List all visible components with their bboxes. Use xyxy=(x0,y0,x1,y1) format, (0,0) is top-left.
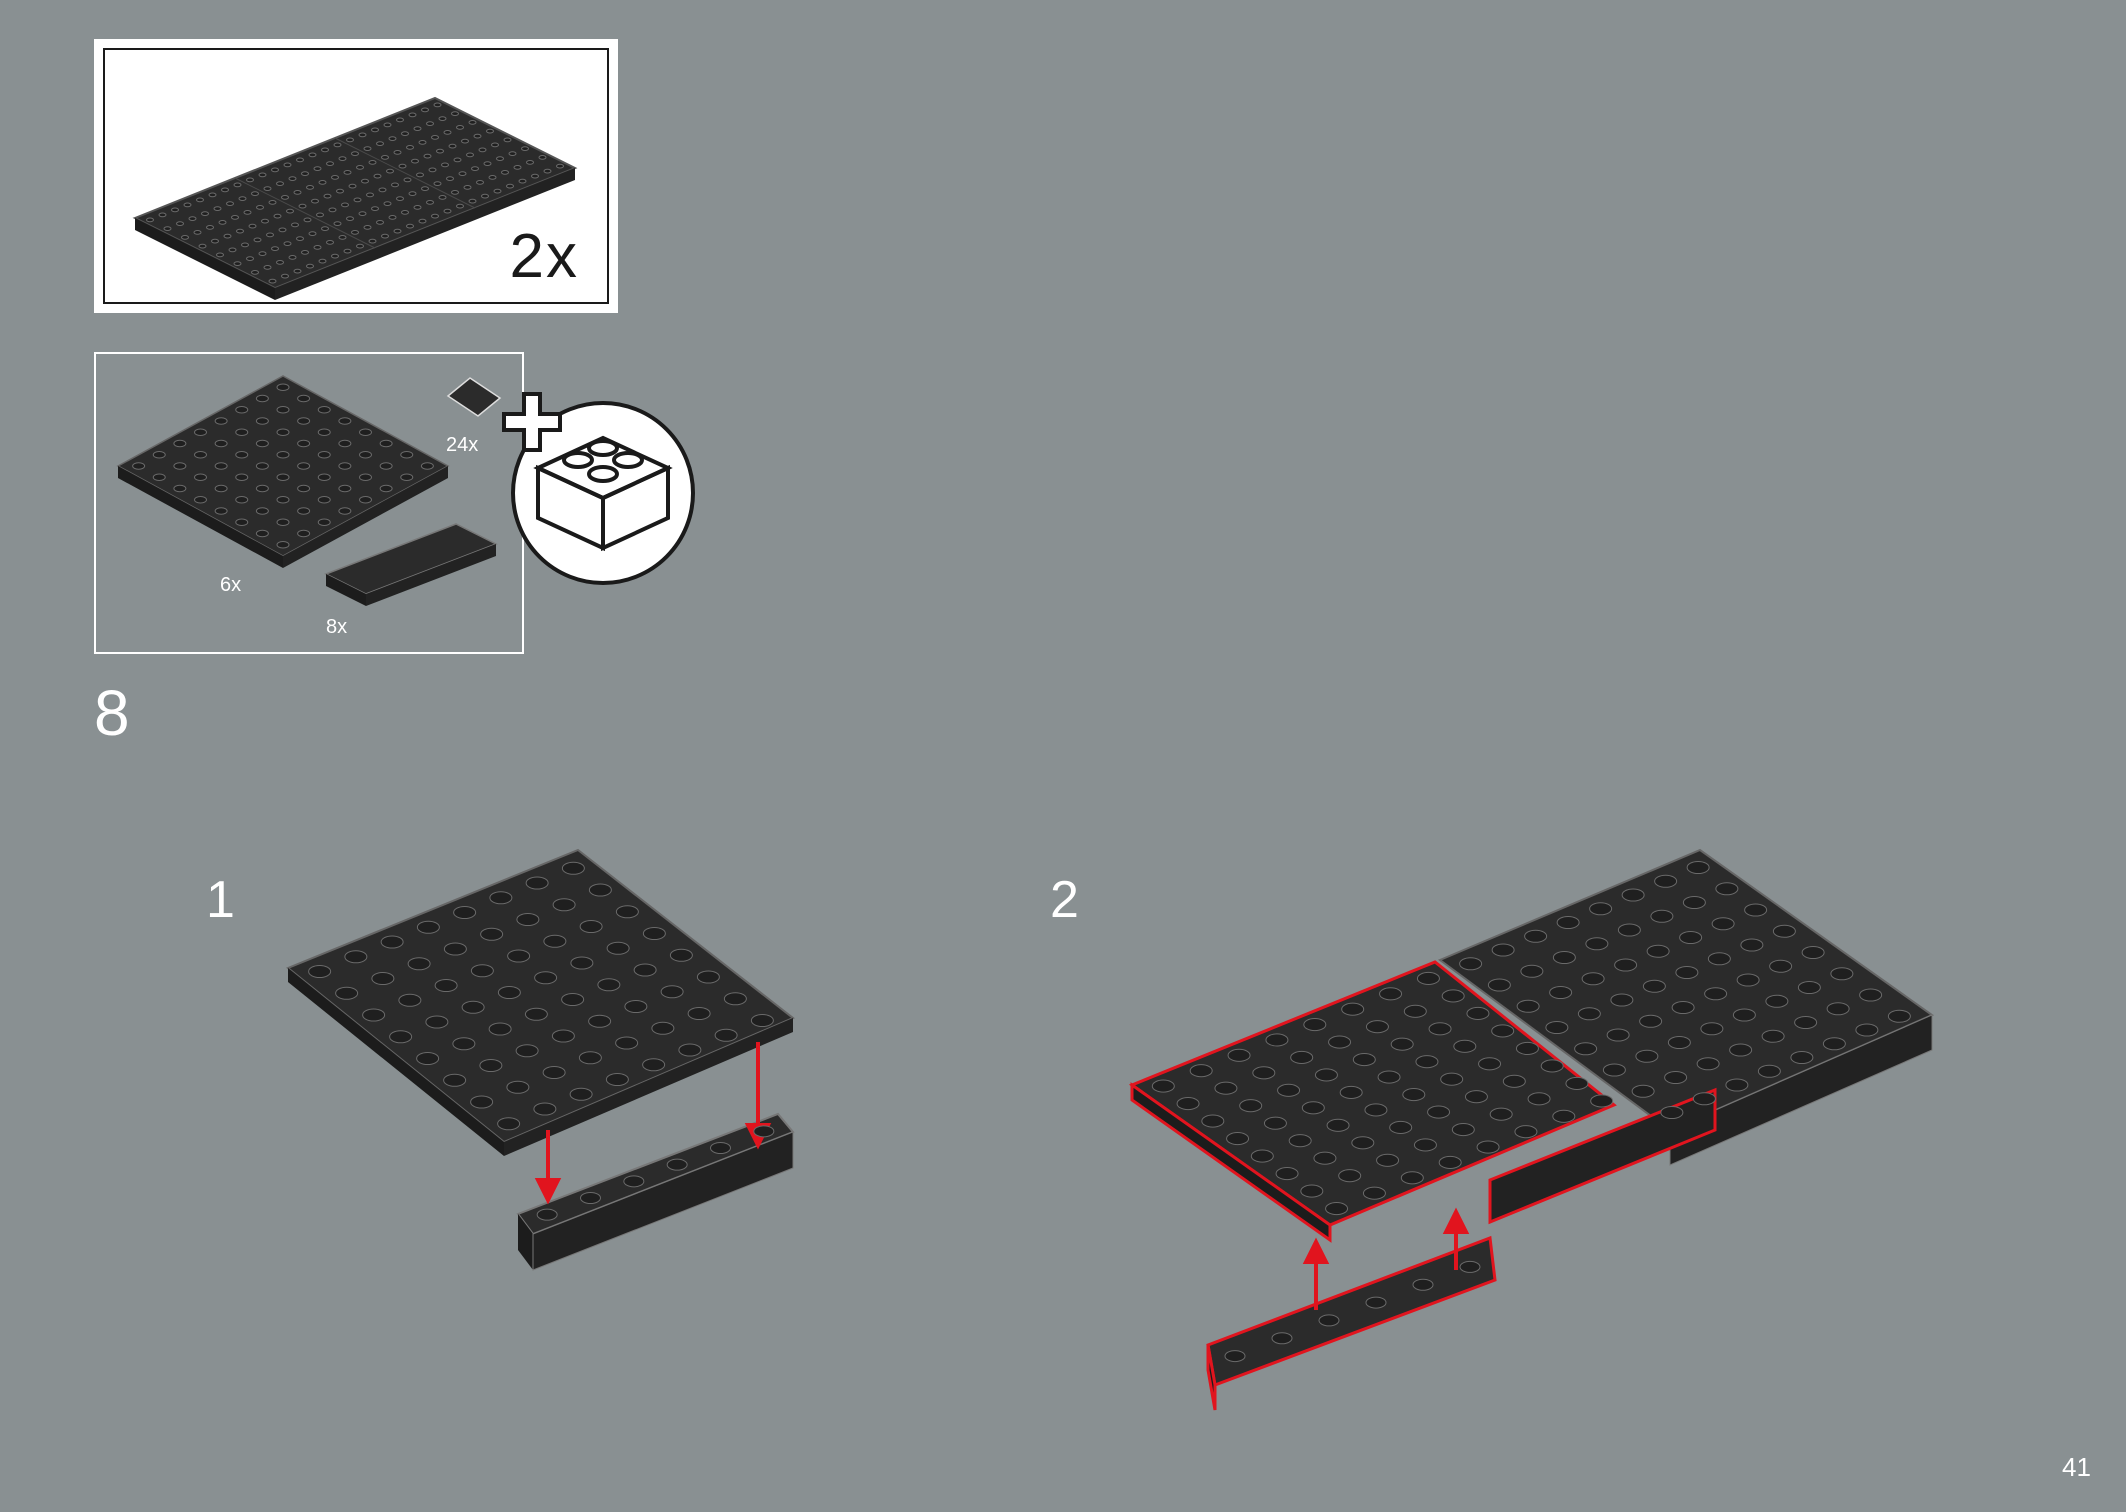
result-callout-inner: 2x xyxy=(103,48,609,304)
page-number: 41 xyxy=(2062,1452,2091,1482)
part-quantity-bracket: 8x xyxy=(326,616,348,638)
substep-number-2: 2 xyxy=(1050,871,1079,929)
studs xyxy=(536,1125,775,1221)
part-quantity-plate: 6x xyxy=(220,574,242,596)
result-callout: 2x xyxy=(94,39,618,313)
studs xyxy=(132,383,434,549)
substep-1-illustration xyxy=(286,848,795,1271)
studs xyxy=(1224,1260,1481,1363)
tile-slope-icon xyxy=(446,377,502,417)
substep-2-illustration xyxy=(1128,848,1935,1411)
studs xyxy=(1151,971,1614,1216)
studs xyxy=(146,102,564,284)
part-quantity-tile: 24x xyxy=(446,434,479,456)
step-number: 8 xyxy=(94,677,130,749)
add-brick-icon xyxy=(502,392,695,585)
parts-list: 24x 6x 8x xyxy=(94,352,524,654)
assembled-plate-image xyxy=(132,96,578,300)
substep-number-1: 1 xyxy=(206,871,235,929)
plate-8x8-icon xyxy=(116,375,450,568)
result-quantity: 2x xyxy=(509,222,579,291)
studs xyxy=(1459,860,1911,1120)
studs xyxy=(308,861,774,1131)
bracket-1x6-icon xyxy=(324,523,498,606)
